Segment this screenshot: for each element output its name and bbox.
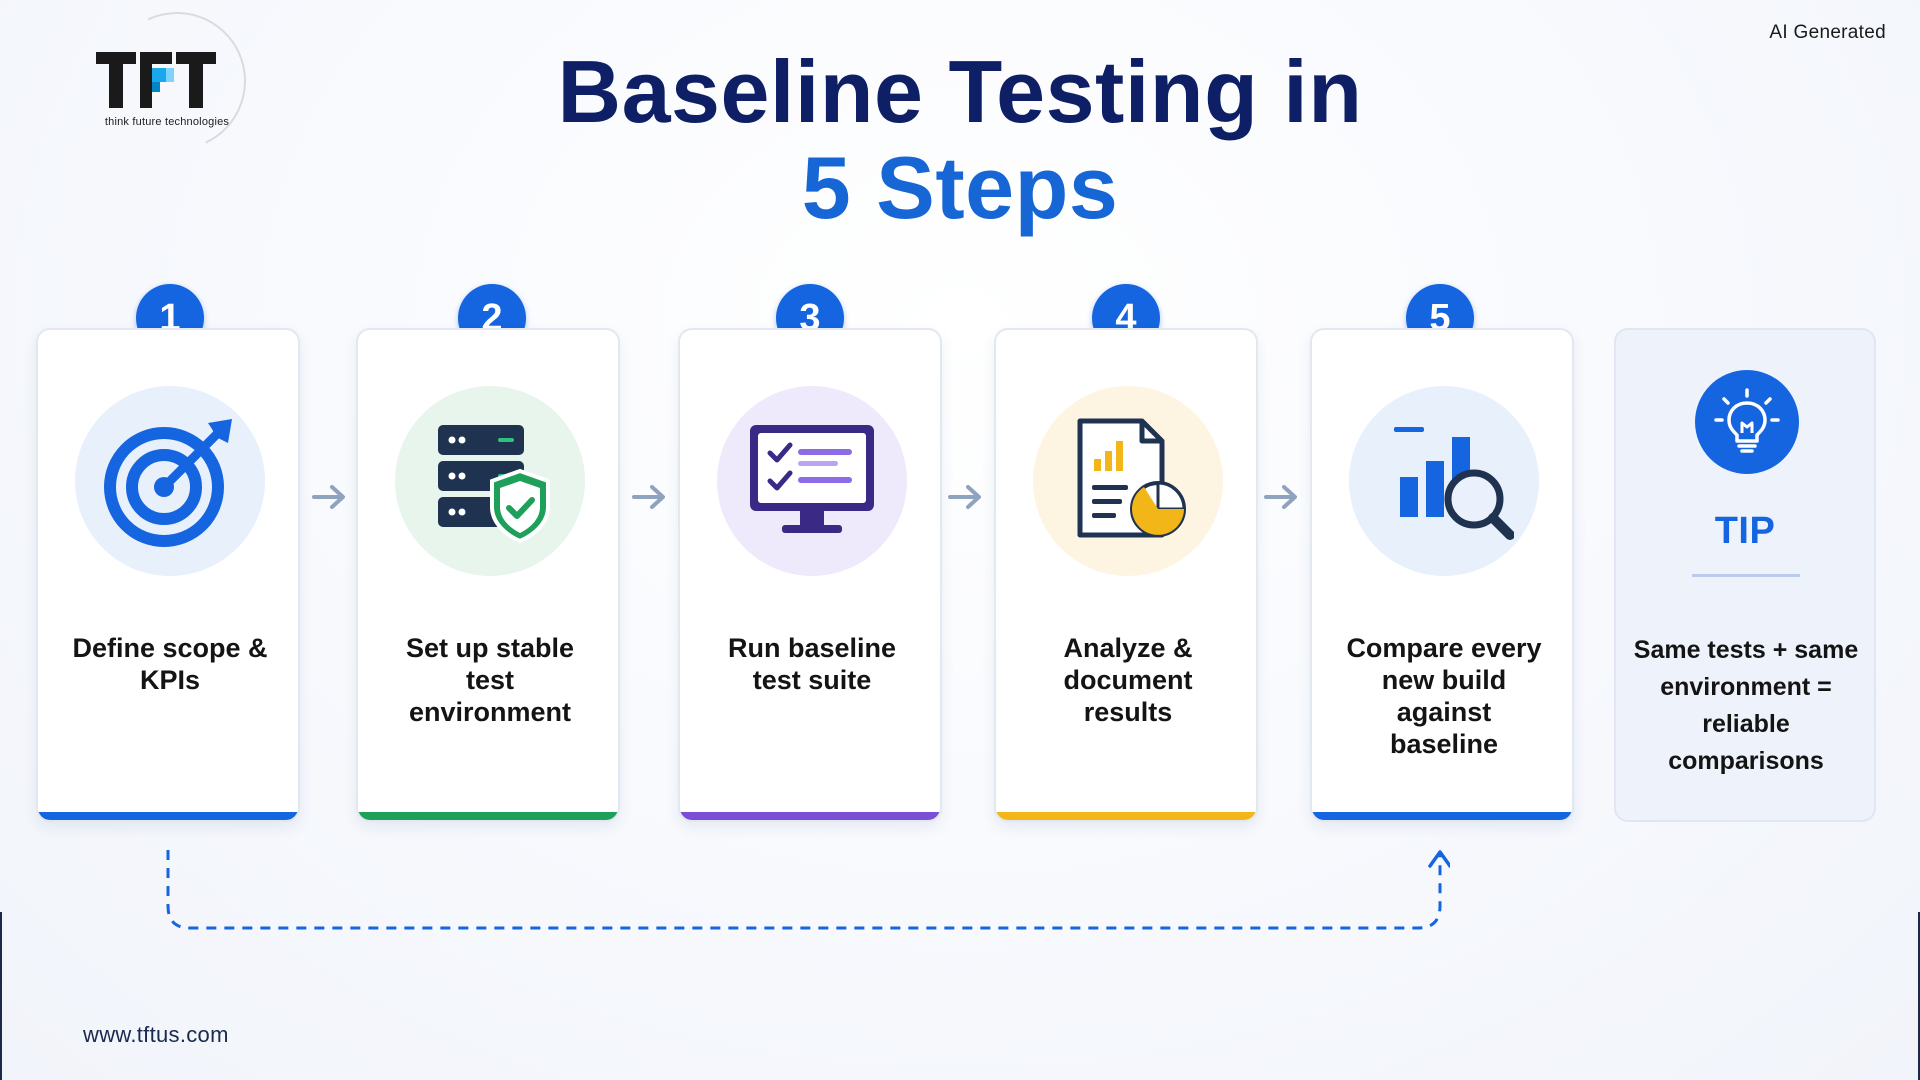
target-icon — [104, 419, 232, 547]
right-edge-line — [1918, 912, 1920, 1080]
step-2-label-line: test — [465, 665, 514, 695]
step-4-label-line: results — [1083, 697, 1173, 727]
step-3-label: Run baseline test suite — [694, 632, 930, 696]
step-1-icon-circle — [75, 386, 265, 576]
step-5-icon-circle — [1349, 386, 1539, 576]
step-3-accent-bar — [680, 812, 940, 820]
footer-website-link[interactable]: www.tftus.com — [83, 1022, 229, 1047]
feedback-loop-connector — [166, 850, 1450, 930]
tip-text: Same tests + same environment = reliable… — [1630, 632, 1862, 780]
step-2-label: Set up stable test environment — [372, 632, 608, 728]
monitor-checklist-icon — [750, 425, 874, 533]
bar-chart-magnifier-icon — [1394, 427, 1514, 540]
step-4-accent-bar — [996, 812, 1256, 820]
tip-title: TIP — [1714, 510, 1776, 552]
step-4-label-line: document — [1063, 665, 1193, 695]
page-title: Baseline Testing in 5 Steps — [0, 44, 1920, 236]
arrow-right-icon — [948, 485, 981, 509]
step-4-label: Analyze & document results — [1010, 632, 1246, 728]
tft-logo-mark — [96, 52, 216, 108]
arrow-right-icon — [312, 485, 345, 509]
step-3-icon-circle — [717, 386, 907, 576]
step-2-label-line: environment — [408, 697, 572, 727]
step-1-label-line: KPIs — [139, 665, 201, 695]
step-5-accent-bar — [1312, 812, 1572, 820]
step-3-card: Run baseline test suite — [678, 328, 942, 822]
step-5-label-line: Compare every — [1346, 633, 1542, 663]
step-2-icon-circle — [395, 386, 585, 576]
arrow-right-icon — [632, 485, 665, 509]
step-4-icon-circle — [1033, 386, 1223, 576]
tip-divider — [1692, 574, 1800, 577]
left-edge-line — [0, 912, 2, 1080]
arrow-right-icon — [1264, 485, 1297, 509]
title-line-2: 5 Steps — [801, 138, 1119, 237]
tip-text-line: environment = — [1660, 673, 1832, 701]
report-chart-icon — [1077, 418, 1186, 538]
step-5-card: Compare every new build against baseline — [1310, 328, 1574, 822]
step-3-label-line: test suite — [752, 665, 872, 695]
step-5-label: Compare every new build against baseline — [1326, 632, 1562, 760]
lightbulb-icon — [1714, 388, 1780, 453]
server-shield-icon — [438, 425, 550, 544]
step-1-label: Define scope & KPIs — [52, 632, 288, 696]
tft-logo: think future technologies — [72, 0, 266, 170]
step-4-label-line: Analyze & — [1063, 633, 1193, 663]
tip-text-line: Same tests + same — [1633, 636, 1859, 664]
step-5-label-line: new build — [1381, 665, 1507, 695]
step-5-label-line: baseline — [1389, 729, 1499, 759]
tip-card: TIP Same tests + same environment = reli… — [1614, 328, 1876, 822]
step-1-card: Define scope & KPIs — [36, 328, 300, 822]
step-3-label-line: Run baseline — [727, 633, 897, 663]
tip-text-line: reliable — [1702, 710, 1790, 738]
step-5-label-line: against — [1396, 697, 1492, 727]
step-1-label-line: Define scope & — [72, 633, 268, 663]
title-line-1: Baseline Testing in — [557, 42, 1363, 141]
tip-icon-circle — [1695, 370, 1799, 474]
step-4-card: Analyze & document results — [994, 328, 1258, 822]
ai-generated-label: AI Generated — [1769, 22, 1886, 43]
step-2-accent-bar — [358, 812, 618, 820]
tip-text-line: comparisons — [1668, 747, 1824, 775]
logo-tagline: think future technologies — [104, 116, 230, 128]
step-1-accent-bar — [38, 812, 298, 820]
step-2-card: Set up stable test environment — [356, 328, 620, 822]
step-2-label-line: Set up stable — [405, 633, 575, 663]
